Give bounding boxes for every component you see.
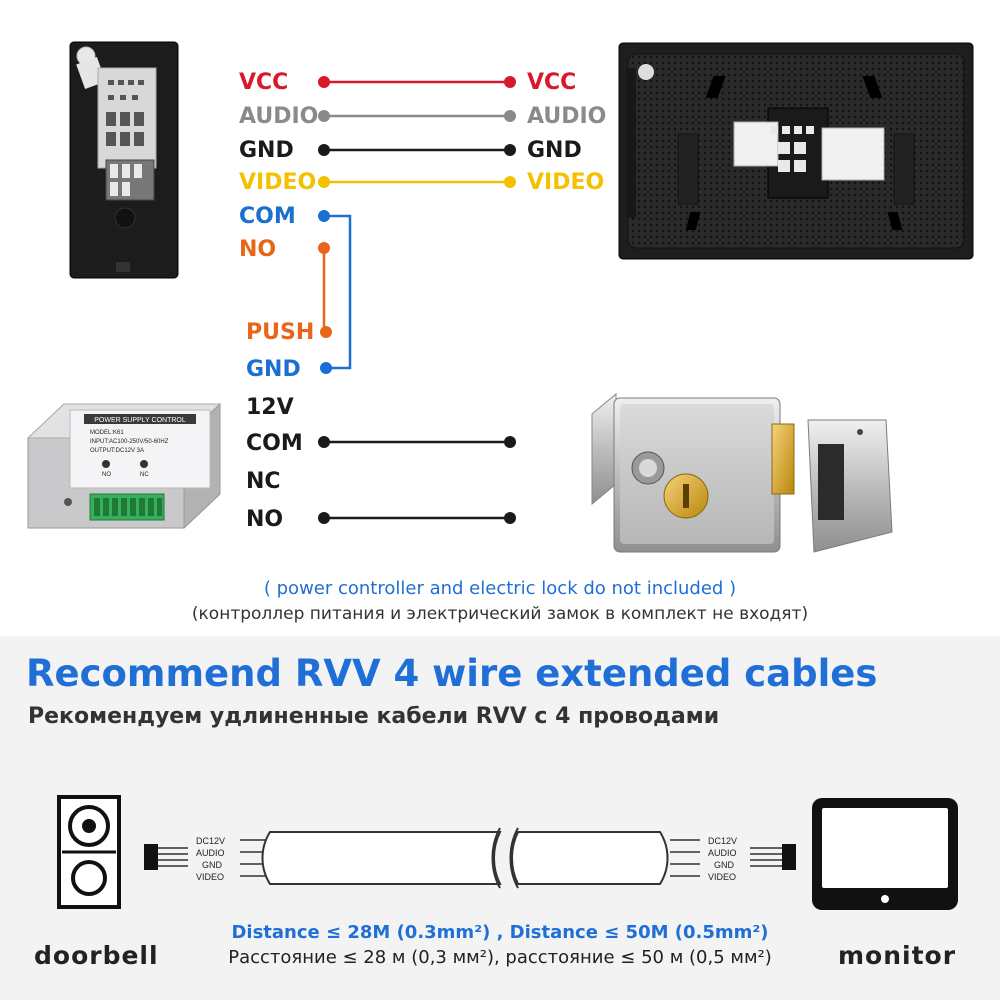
monitor-caption: monitor xyxy=(838,941,957,970)
cable-title-ru: Рекомендуем удлиненные кабели RVV с 4 пр… xyxy=(28,704,720,729)
doorbell-icon xyxy=(57,795,121,909)
cable-right-video: VIDEO xyxy=(708,872,736,882)
power-supply-nc-label: NC xyxy=(140,472,149,478)
distance-note-ru: Расстояние ≤ 28 м (0,3 мм²), расстояние … xyxy=(228,947,772,968)
power-supply-title: POWER SUPPLY CONTROL xyxy=(94,417,186,424)
rvv-cable-diagram: DC12V AUDIO GND VIDEO DC12V AUDIO GND VI… xyxy=(144,827,796,889)
cable-right-audio: AUDIO xyxy=(708,848,737,858)
controller-12v-label: 12V xyxy=(246,395,294,420)
not-included-note-ru: (контроллер питания и электрический замо… xyxy=(191,604,809,624)
doorbell-no-label: NO xyxy=(239,237,277,262)
cable-left-dc12v: DC12V xyxy=(196,836,225,846)
cable-right-dc12v: DC12V xyxy=(708,836,737,846)
com-gnd-wire xyxy=(324,214,352,370)
cable-title: Recommend RVV 4 wire extended cables xyxy=(26,652,878,695)
controller-com-label: COM xyxy=(246,431,303,456)
distance-note: Distance ≤ 28M (0.3mm²) , Distance ≤ 50M… xyxy=(231,922,769,943)
controller-no-label: NO xyxy=(246,507,284,532)
doorbell-vcc-label: VCC xyxy=(239,70,289,95)
controller-push-label: PUSH xyxy=(246,320,315,345)
monitor-audio-label: AUDIO xyxy=(527,104,607,129)
power-supply-image: POWER SUPPLY CONTROL MODEL:K61 INPUT:AC1… xyxy=(26,402,222,530)
power-supply-output: OUTPUT:DC12V 3A xyxy=(90,448,144,454)
power-supply-no-label: NO xyxy=(102,472,111,478)
monitor-video-label: VIDEO xyxy=(527,170,605,195)
monitor-vcc-label: VCC xyxy=(527,70,577,95)
cable-left-gnd: GND xyxy=(202,860,223,870)
cable-left-video: VIDEO xyxy=(196,872,224,882)
doorbell-com-label: COM xyxy=(239,204,296,229)
cable-right-gnd: GND xyxy=(714,860,735,870)
wiring-diagram xyxy=(318,76,516,524)
doorbell-unit-image xyxy=(69,41,179,279)
not-included-note: ( power controller and electric lock do … xyxy=(263,578,737,599)
controller-nc-label: NC xyxy=(246,469,281,494)
power-supply-model: MODEL:K61 xyxy=(90,430,124,436)
monitor-gnd-label: GND xyxy=(527,138,582,163)
doorbell-video-label: VIDEO xyxy=(239,170,317,195)
doorbell-gnd-label: GND xyxy=(239,138,294,163)
monitor-icon xyxy=(812,798,958,910)
electric-lock-image xyxy=(591,392,893,553)
cable-left-audio: AUDIO xyxy=(196,848,225,858)
doorbell-audio-label: AUDIO xyxy=(239,104,319,129)
doorbell-caption: doorbell xyxy=(34,941,159,970)
controller-gnd-label: GND xyxy=(246,357,301,382)
monitor-unit-image xyxy=(618,42,974,260)
power-supply-input: INPUT:AC100-250V/50-60HZ xyxy=(90,439,169,445)
